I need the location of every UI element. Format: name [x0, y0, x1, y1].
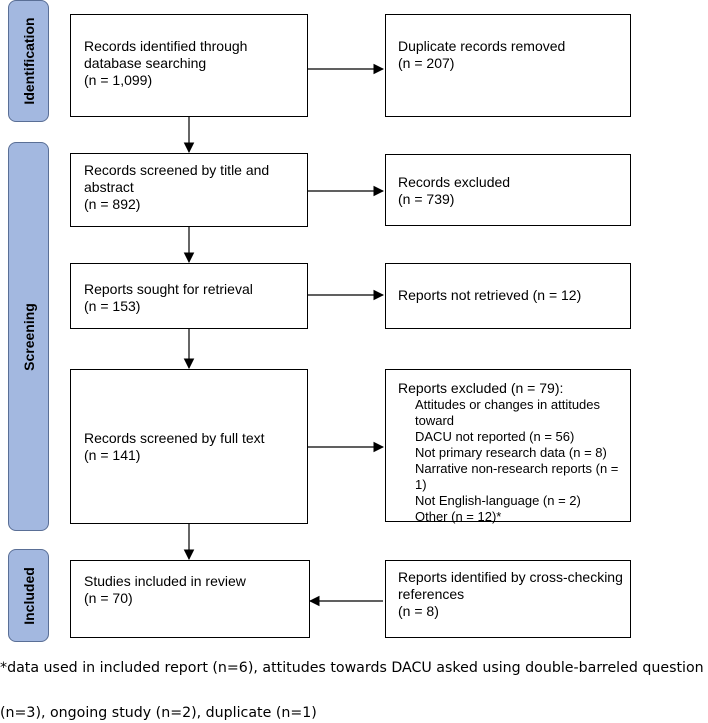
- exclusion-reason-item: Attitudes or changes in attitudes toward…: [415, 397, 601, 444]
- records-excluded-box: Records excluded (n = 739): [385, 154, 631, 226]
- footnote-line-1: *data used in included report (n=6), att…: [0, 660, 704, 676]
- duplicates-removed-text: Duplicate records removed: [398, 38, 566, 54]
- footnote-line-2: (n=3), ongoing study (n=2), duplicate (n…: [0, 705, 317, 721]
- reports-sought-text: Reports sought for retrieval: [84, 281, 253, 297]
- reports-not-retrieved-text: Reports not retrieved (n = 12): [398, 287, 582, 303]
- records-fulltext-text: Records screened by full text: [84, 430, 265, 446]
- records-identified-count: (n = 1,099): [84, 72, 153, 88]
- reports-excluded-title: Reports excluded (n = 79):: [398, 380, 564, 396]
- records-fulltext-count: (n = 141): [84, 447, 141, 463]
- studies-included-text: Studies included in review: [84, 573, 246, 589]
- identification-phase-bar: Identification: [8, 0, 49, 122]
- studies-included-box: Studies included in review (n = 70): [70, 560, 310, 638]
- reports-sought-box: Reports sought for retrieval (n = 153): [70, 263, 308, 329]
- studies-included-count: (n = 70): [84, 590, 133, 606]
- records-identified-box: Records identified through database sear…: [70, 14, 308, 117]
- records-fulltext-box: Records screened by full text (n = 141): [70, 369, 308, 524]
- exclusion-reason-item: Narrative non-research reports (n = 1): [415, 461, 619, 492]
- exclusion-reason-item: Not primary research data (n = 8): [415, 445, 607, 460]
- records-excluded-count: (n = 739): [398, 191, 455, 207]
- records-screened-title-box: Records screened by title and abstract (…: [70, 153, 308, 227]
- reports-sought-count: (n = 153): [84, 298, 141, 314]
- cross-checking-text: Reports identified by cross-checking ref…: [398, 569, 623, 602]
- reports-not-retrieved-box: Reports not retrieved (n = 12): [385, 263, 631, 329]
- cross-checking-count: (n = 8): [398, 603, 439, 619]
- screening-phase-bar: Screening: [8, 142, 49, 531]
- cross-checking-box: Reports identified by cross-checking ref…: [385, 560, 631, 638]
- included-phase-bar: Included: [8, 549, 49, 642]
- records-excluded-text: Records excluded: [398, 174, 511, 190]
- records-identified-text: Records identified through database sear…: [84, 38, 248, 71]
- records-screened-title-count: (n = 892): [84, 196, 141, 212]
- records-screened-title-text: Records screened by title and abstract: [84, 162, 270, 195]
- duplicates-removed-box: Duplicate records removed (n = 207): [385, 14, 631, 117]
- exclusion-reason-item: Not English-language (n = 2): [415, 493, 581, 508]
- duplicates-removed-count: (n = 207): [398, 55, 455, 71]
- reports-excluded-box: Reports excluded (n = 79): Attitudes or …: [385, 369, 631, 524]
- exclusion-reason-item: Other (n = 12)*: [415, 509, 502, 524]
